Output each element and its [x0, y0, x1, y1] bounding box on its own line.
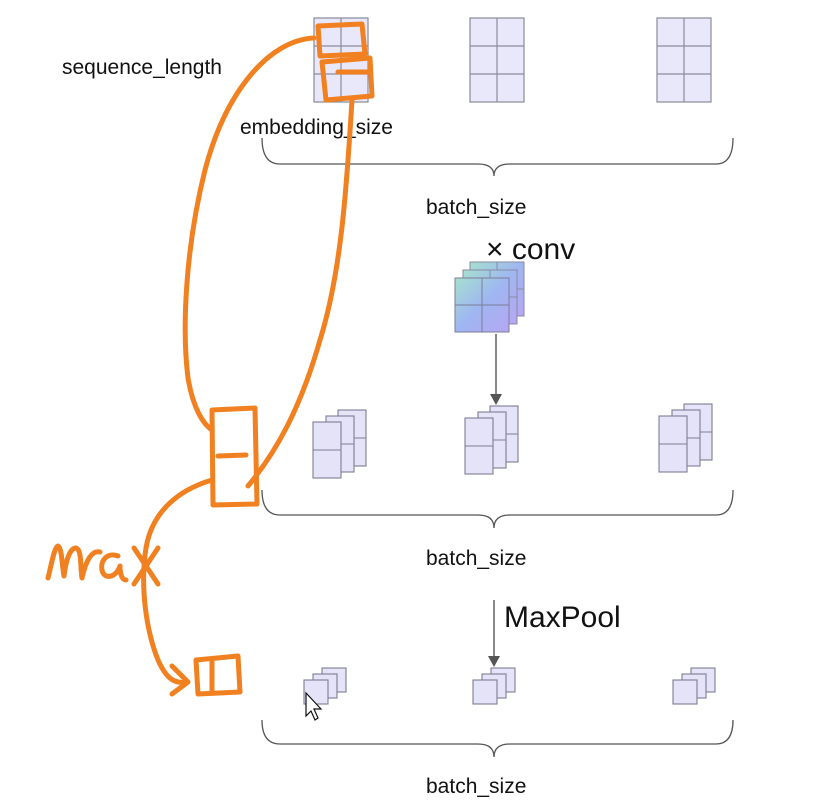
mouse-cursor-icon: [305, 691, 323, 721]
brace-2: [261, 489, 734, 529]
brace-1: [261, 137, 734, 177]
handwritten-annotation: [45, 21, 375, 697]
feature-map-stack-1: [312, 409, 367, 479]
brace-3: [261, 719, 734, 758]
feature-map-stack-3: [658, 403, 713, 473]
embedding-matrix-3: [656, 17, 712, 103]
conv-label: × conv: [486, 233, 575, 266]
batch-size-label-3: batch_size: [426, 775, 526, 798]
conv-kernel-stack: [454, 261, 525, 333]
conv-arrow: [490, 334, 502, 405]
embedding-matrix-2: [469, 17, 525, 103]
pooled-stack-3: [672, 667, 716, 705]
embedding-size-label: embedding_size: [240, 116, 393, 139]
pooled-stack-2: [472, 667, 516, 705]
batch-size-label-2: batch_size: [426, 547, 526, 570]
feature-map-stack-2: [464, 405, 519, 475]
sequence-length-label: sequence_length: [62, 56, 222, 79]
batch-size-label-1: batch_size: [426, 196, 526, 219]
maxpool-label: MaxPool: [504, 601, 621, 634]
maxpool-arrow: [488, 600, 500, 667]
